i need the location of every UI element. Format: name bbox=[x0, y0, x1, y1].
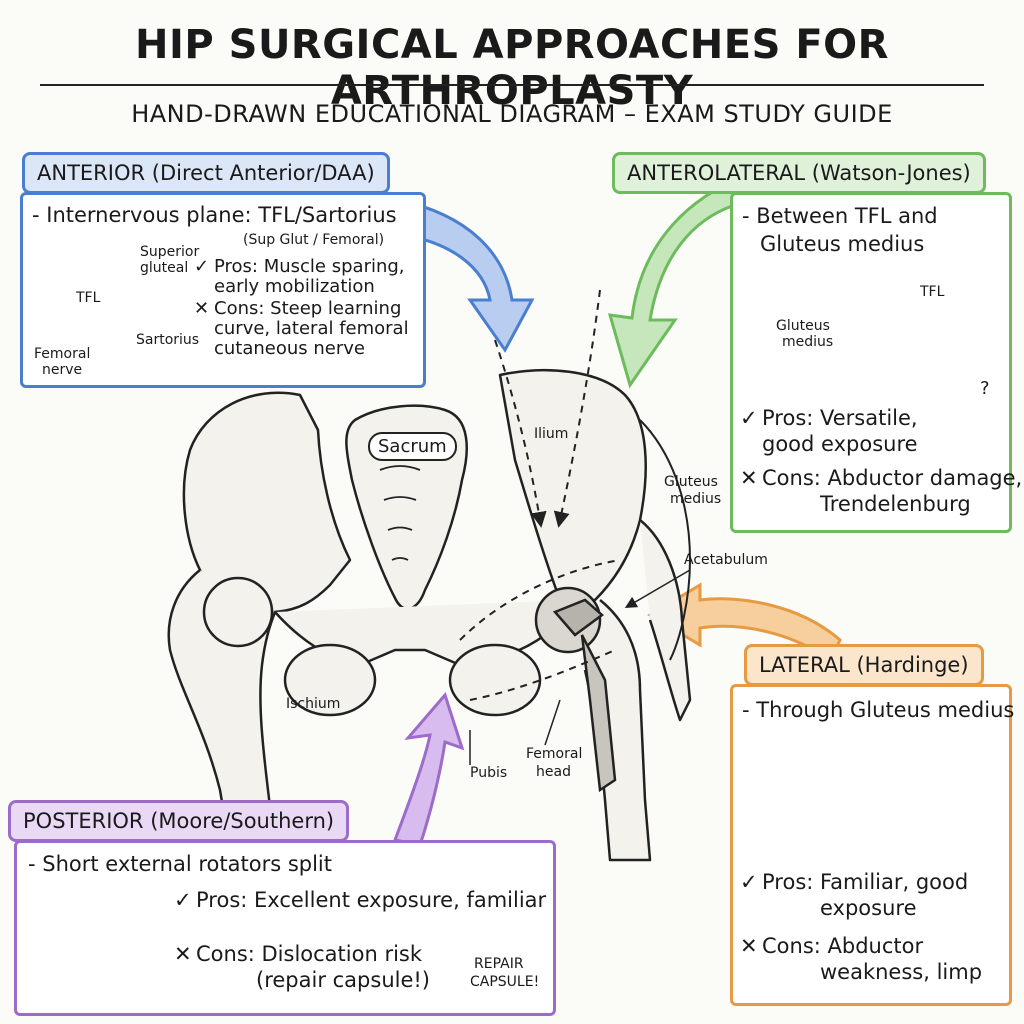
femoral-head-label-2: head bbox=[536, 764, 571, 780]
sacrum-label: Sacrum bbox=[368, 432, 457, 461]
gluteus-medius-muscle bbox=[639, 419, 692, 661]
lateral-cons-2: weakness, limp bbox=[820, 960, 983, 984]
anterolateral-line-2: Gluteus medius bbox=[760, 232, 925, 256]
posterior-cons-2: (repair capsule!) bbox=[256, 968, 430, 992]
sketch-label-gm-al-2: medius bbox=[782, 334, 834, 350]
sketch-label-tfl: TFL bbox=[76, 290, 101, 306]
anterior-box bbox=[20, 192, 426, 388]
lateral-pros-1: Pros: Familiar, good bbox=[762, 870, 969, 894]
anterior-nerves: (Sup Glut / Femoral) bbox=[243, 232, 385, 248]
page-subtitle: HAND-DRAWN EDUCATIONAL DIAGRAM – EXAM ST… bbox=[131, 100, 893, 128]
anterior-heading: ANTERIOR (Direct Anterior/DAA) bbox=[22, 152, 390, 194]
anterolateral-approach-arrow bbox=[607, 177, 737, 389]
ilium-label: Ilium bbox=[534, 426, 569, 442]
repair-note-1: REPAIR bbox=[474, 956, 524, 972]
lateral-box bbox=[730, 684, 1012, 1006]
hip-implant bbox=[534, 586, 617, 793]
anterior-pros-check-icon: ✓ bbox=[194, 256, 210, 277]
sketch-label-nerve: nerve bbox=[42, 362, 83, 378]
sketch-label-sartorius: Sartorius bbox=[136, 332, 200, 348]
anterolateral-heading: ANTEROLATERAL (Watson-Jones) bbox=[612, 152, 986, 194]
anterolateral-pros-1: Pros: Versatile, bbox=[762, 406, 918, 430]
lateral-pros-2: exposure bbox=[820, 896, 917, 920]
lateral-heading: LATERAL (Hardinge) bbox=[744, 644, 984, 686]
sketch-label-gluteal: gluteal bbox=[140, 260, 189, 276]
anterior-plane: - Internervous plane: TFL/Sartorius bbox=[32, 203, 397, 227]
sketch-label-gm-al-1: Gluteus bbox=[776, 318, 830, 334]
anterior-approach-arrow bbox=[396, 198, 535, 353]
gluteus-medius-label-2: medius bbox=[670, 491, 722, 507]
anterolateral-pros-2: good exposure bbox=[762, 432, 918, 456]
ischium-label: Ischium bbox=[286, 696, 341, 712]
title-underline bbox=[40, 84, 984, 86]
gluteus-medius-label-1: Gluteus bbox=[664, 474, 718, 490]
anterior-pros-1: Pros: Muscle sparing, bbox=[214, 256, 405, 277]
repair-note-2: CAPSULE! bbox=[470, 974, 540, 990]
lateral-pros-check-icon: ✓ bbox=[740, 870, 758, 894]
page-title: Hip Surgical Approaches for Arthroplasty bbox=[135, 22, 889, 114]
posterior-pros-check-icon: ✓ bbox=[174, 888, 192, 912]
posterior-line-1: - Short external rotators split bbox=[28, 852, 332, 876]
anterolateral-box bbox=[730, 192, 1012, 533]
sketch-label-femoral: Femoral bbox=[34, 346, 91, 362]
acetabulum-label: Acetabulum bbox=[684, 552, 768, 568]
posterior-cons-1: Cons: Dislocation risk bbox=[196, 942, 423, 966]
anterior-cons-1: Cons: Steep learning bbox=[214, 298, 402, 319]
anterior-pros-2: early mobilization bbox=[214, 276, 375, 297]
question-mark-icon: ? bbox=[980, 378, 990, 399]
posterior-cons-cross-icon: ✕ bbox=[174, 942, 192, 966]
anterolateral-cons-cross-icon: ✕ bbox=[740, 466, 758, 490]
posterior-box bbox=[14, 840, 556, 1016]
lateral-cons-cross-icon: ✕ bbox=[740, 934, 758, 958]
anterior-cons-2: curve, lateral femoral bbox=[214, 318, 409, 339]
lateral-cons-1: Cons: Abductor bbox=[762, 934, 924, 958]
anterior-cons-3: cutaneous nerve bbox=[214, 338, 366, 359]
lateral-line-1: - Through Gluteus medius bbox=[742, 698, 1015, 722]
anterolateral-pros-check-icon: ✓ bbox=[740, 406, 758, 430]
posterior-pros-1: Pros: Excellent exposure, familiar bbox=[196, 888, 547, 912]
sketch-label-superior: Superior bbox=[140, 244, 200, 260]
anterolateral-line-1: - Between TFL and bbox=[742, 204, 938, 228]
pubis-label: Pubis bbox=[470, 765, 508, 781]
anterolateral-cons-1: Cons: Abductor damage, bbox=[762, 466, 1023, 490]
warning-exclamation: ! bbox=[495, 928, 502, 944]
femoral-head-label-1: Femoral bbox=[526, 746, 583, 762]
posterior-heading: POSTERIOR (Moore/Southern) bbox=[8, 800, 350, 842]
sketch-label-tfl-al: TFL bbox=[920, 284, 945, 300]
anterolateral-cons-2: Trendelenburg bbox=[820, 492, 971, 516]
anterior-cons-cross-icon: ✕ bbox=[194, 298, 210, 319]
posterior-approach-arrow bbox=[392, 691, 465, 847]
